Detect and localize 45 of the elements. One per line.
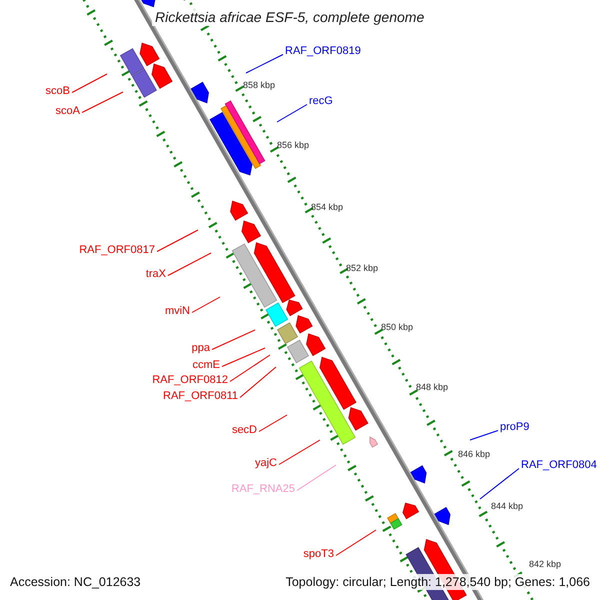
gene-label: scoA (56, 105, 80, 118)
leader-line (192, 296, 220, 313)
gene-label: ppa (192, 342, 210, 355)
scale-label: 846 kbp (458, 449, 490, 459)
gene-label: mviN (164, 305, 190, 318)
gene-label: RAF_ORF0817 (79, 244, 155, 257)
leader-line (480, 468, 520, 500)
leader-line (246, 54, 284, 74)
leader-line (212, 330, 256, 350)
gene-label: scoB (46, 85, 70, 98)
gene-label: secD (232, 424, 257, 437)
leader-line (72, 74, 108, 93)
scale-label: 856 kbp (277, 140, 310, 150)
gene-label: RAF_ORF0819 (285, 45, 361, 58)
leader-line (230, 354, 270, 382)
scale-label: 848 kbp (416, 382, 448, 392)
leader-line (470, 430, 498, 440)
scale-label: 858 kbp (243, 80, 276, 90)
gene-label: RAF_ORF0811 (163, 390, 238, 403)
leader-line (156, 230, 198, 252)
scale-label: 854 kbp (311, 202, 344, 212)
leader-line (240, 366, 276, 398)
footer-text: Topology: circular; Length: 1,278,540 bp; Genes: 1,066 (286, 574, 590, 590)
gene-label: yajC (254, 457, 277, 470)
gene-label: proP9 (500, 421, 530, 434)
leader-line (296, 464, 336, 491)
leader-line (222, 348, 266, 367)
scale-label: 850 kbp (381, 322, 414, 332)
leader-line (276, 104, 308, 122)
gene-label: traX (146, 268, 166, 281)
gene-label: RAF_ORF0812 (152, 374, 228, 387)
scale-label: 852 kbp (346, 263, 378, 273)
gene-label: ccmE (192, 359, 220, 372)
leader-line (82, 92, 124, 113)
gene-label: recG (309, 95, 333, 108)
leader-line (168, 252, 212, 276)
leader-line (336, 530, 376, 556)
footer-text: Accession: NC_012633 (10, 574, 141, 590)
gene-label: RAF_ORF0804 (521, 459, 597, 472)
scale-label: 842 kbp (529, 559, 562, 569)
scale-label: 844 kbp (491, 501, 524, 511)
gene-label: RAF_RNA25 (231, 483, 295, 496)
leader-line (278, 440, 320, 465)
leader-line (258, 414, 288, 432)
gene-label: spoT3 (303, 548, 334, 561)
